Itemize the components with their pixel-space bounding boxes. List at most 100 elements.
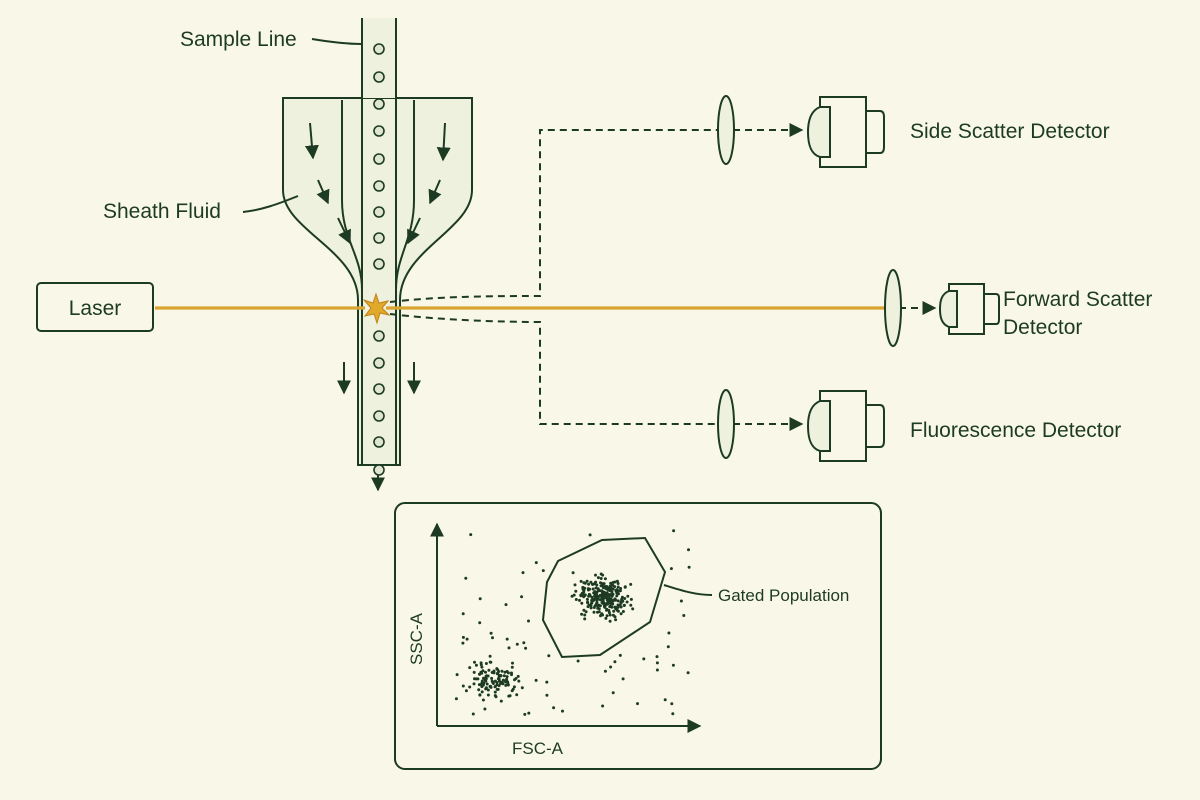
scatter-point	[499, 682, 503, 685]
scatter-point	[626, 594, 630, 598]
scatter-point	[671, 712, 675, 716]
scatter-point	[576, 659, 580, 663]
scatter-point	[496, 671, 499, 675]
scatter-point	[478, 672, 482, 676]
scatter-point	[601, 601, 605, 605]
scatter-point	[619, 612, 623, 616]
scatter-point	[582, 595, 586, 599]
scatter-point	[593, 604, 597, 608]
scatter-point	[534, 678, 538, 682]
scatter-point	[603, 593, 607, 597]
scatter-point	[494, 695, 498, 699]
scatter-point	[573, 583, 577, 587]
scatter-point	[507, 646, 511, 650]
scatter-point	[481, 698, 485, 702]
scatter-point	[620, 597, 624, 601]
sheath-arrow	[436, 122, 451, 162]
scatter-point	[604, 587, 608, 591]
scatter-point	[642, 657, 646, 661]
sheath-fluid-label: Sheath Fluid	[103, 200, 221, 223]
scatter-point	[618, 603, 622, 607]
scatter-point	[490, 676, 494, 680]
scatter-point	[476, 677, 480, 681]
cell-particle	[373, 98, 385, 110]
scatter-point	[515, 642, 519, 646]
scatter-point	[602, 590, 606, 594]
scatter-point	[598, 604, 602, 608]
scatter-point	[510, 673, 513, 677]
scatter-point	[473, 660, 476, 664]
scatter-point	[616, 599, 620, 603]
scatter-point	[589, 606, 593, 610]
scatter-point	[545, 680, 549, 684]
scatter-point	[615, 594, 619, 598]
scatter-point	[616, 582, 620, 585]
scatter-point	[495, 667, 499, 671]
scatter-point	[621, 610, 625, 613]
fluorescence-lens-icon	[717, 389, 735, 459]
scatter-point	[471, 712, 475, 716]
scatter-point	[502, 674, 506, 678]
scatter-point	[580, 601, 584, 605]
scatter-point	[545, 693, 549, 697]
scatter-point	[484, 670, 487, 674]
scatter-point	[591, 587, 595, 591]
scatter-point	[608, 605, 612, 609]
scatter-point	[585, 597, 589, 601]
scatter-point	[491, 682, 495, 685]
scatter-point	[579, 594, 583, 598]
cell-particle	[373, 410, 385, 422]
cell-particle	[373, 357, 385, 369]
scatter-point	[599, 572, 603, 576]
sheath-arrow	[304, 122, 319, 160]
scatter-point	[594, 586, 598, 590]
scatter-point	[505, 675, 509, 679]
side-scatter-path	[389, 129, 720, 303]
cell-particle	[373, 436, 385, 448]
scatter-point	[482, 676, 485, 680]
scatter-point	[464, 576, 468, 580]
scatter-point	[484, 686, 488, 690]
scatter-point	[614, 618, 618, 622]
scatter-point	[598, 589, 602, 593]
interrogation-point-icon	[362, 292, 391, 325]
gate-polygon	[541, 536, 667, 659]
scatter-point	[504, 603, 508, 607]
scatter-point	[511, 661, 514, 665]
scatter-point	[587, 582, 591, 586]
fluorescence-detector-icon	[806, 390, 885, 462]
scatter-point	[583, 617, 587, 621]
scatter-point	[524, 646, 528, 650]
cell-particle	[373, 153, 385, 165]
scatter-point	[507, 694, 511, 698]
scatter-point	[574, 589, 578, 593]
scatter-point	[468, 666, 472, 670]
scatter-point	[599, 581, 602, 585]
scatter-point	[493, 690, 497, 694]
scatter-point	[623, 597, 627, 600]
scatter-point	[499, 699, 503, 703]
scatter-point	[611, 587, 615, 591]
sample-line-leader	[311, 38, 363, 45]
cell-particle	[373, 43, 385, 55]
scatter-point	[510, 665, 514, 669]
scatter-point	[636, 702, 639, 706]
scatter-point	[667, 631, 671, 635]
scatter-point	[616, 585, 620, 589]
scatter-point	[599, 577, 603, 580]
scatter-point	[682, 614, 686, 617]
scatter-point	[601, 704, 605, 708]
scatter-point	[607, 611, 611, 615]
sheath-arrow	[428, 179, 442, 205]
cell-particle	[373, 464, 385, 476]
scatter-point	[611, 691, 615, 695]
scatter-point	[541, 569, 545, 573]
scatter-point	[483, 707, 487, 711]
scatter-point	[603, 603, 607, 607]
scatter-point	[583, 613, 587, 617]
scatter-point	[605, 614, 609, 618]
scatter-point	[582, 608, 586, 612]
scatter-point	[613, 580, 617, 584]
scatter-point	[612, 609, 616, 613]
scatter-point	[596, 610, 599, 614]
